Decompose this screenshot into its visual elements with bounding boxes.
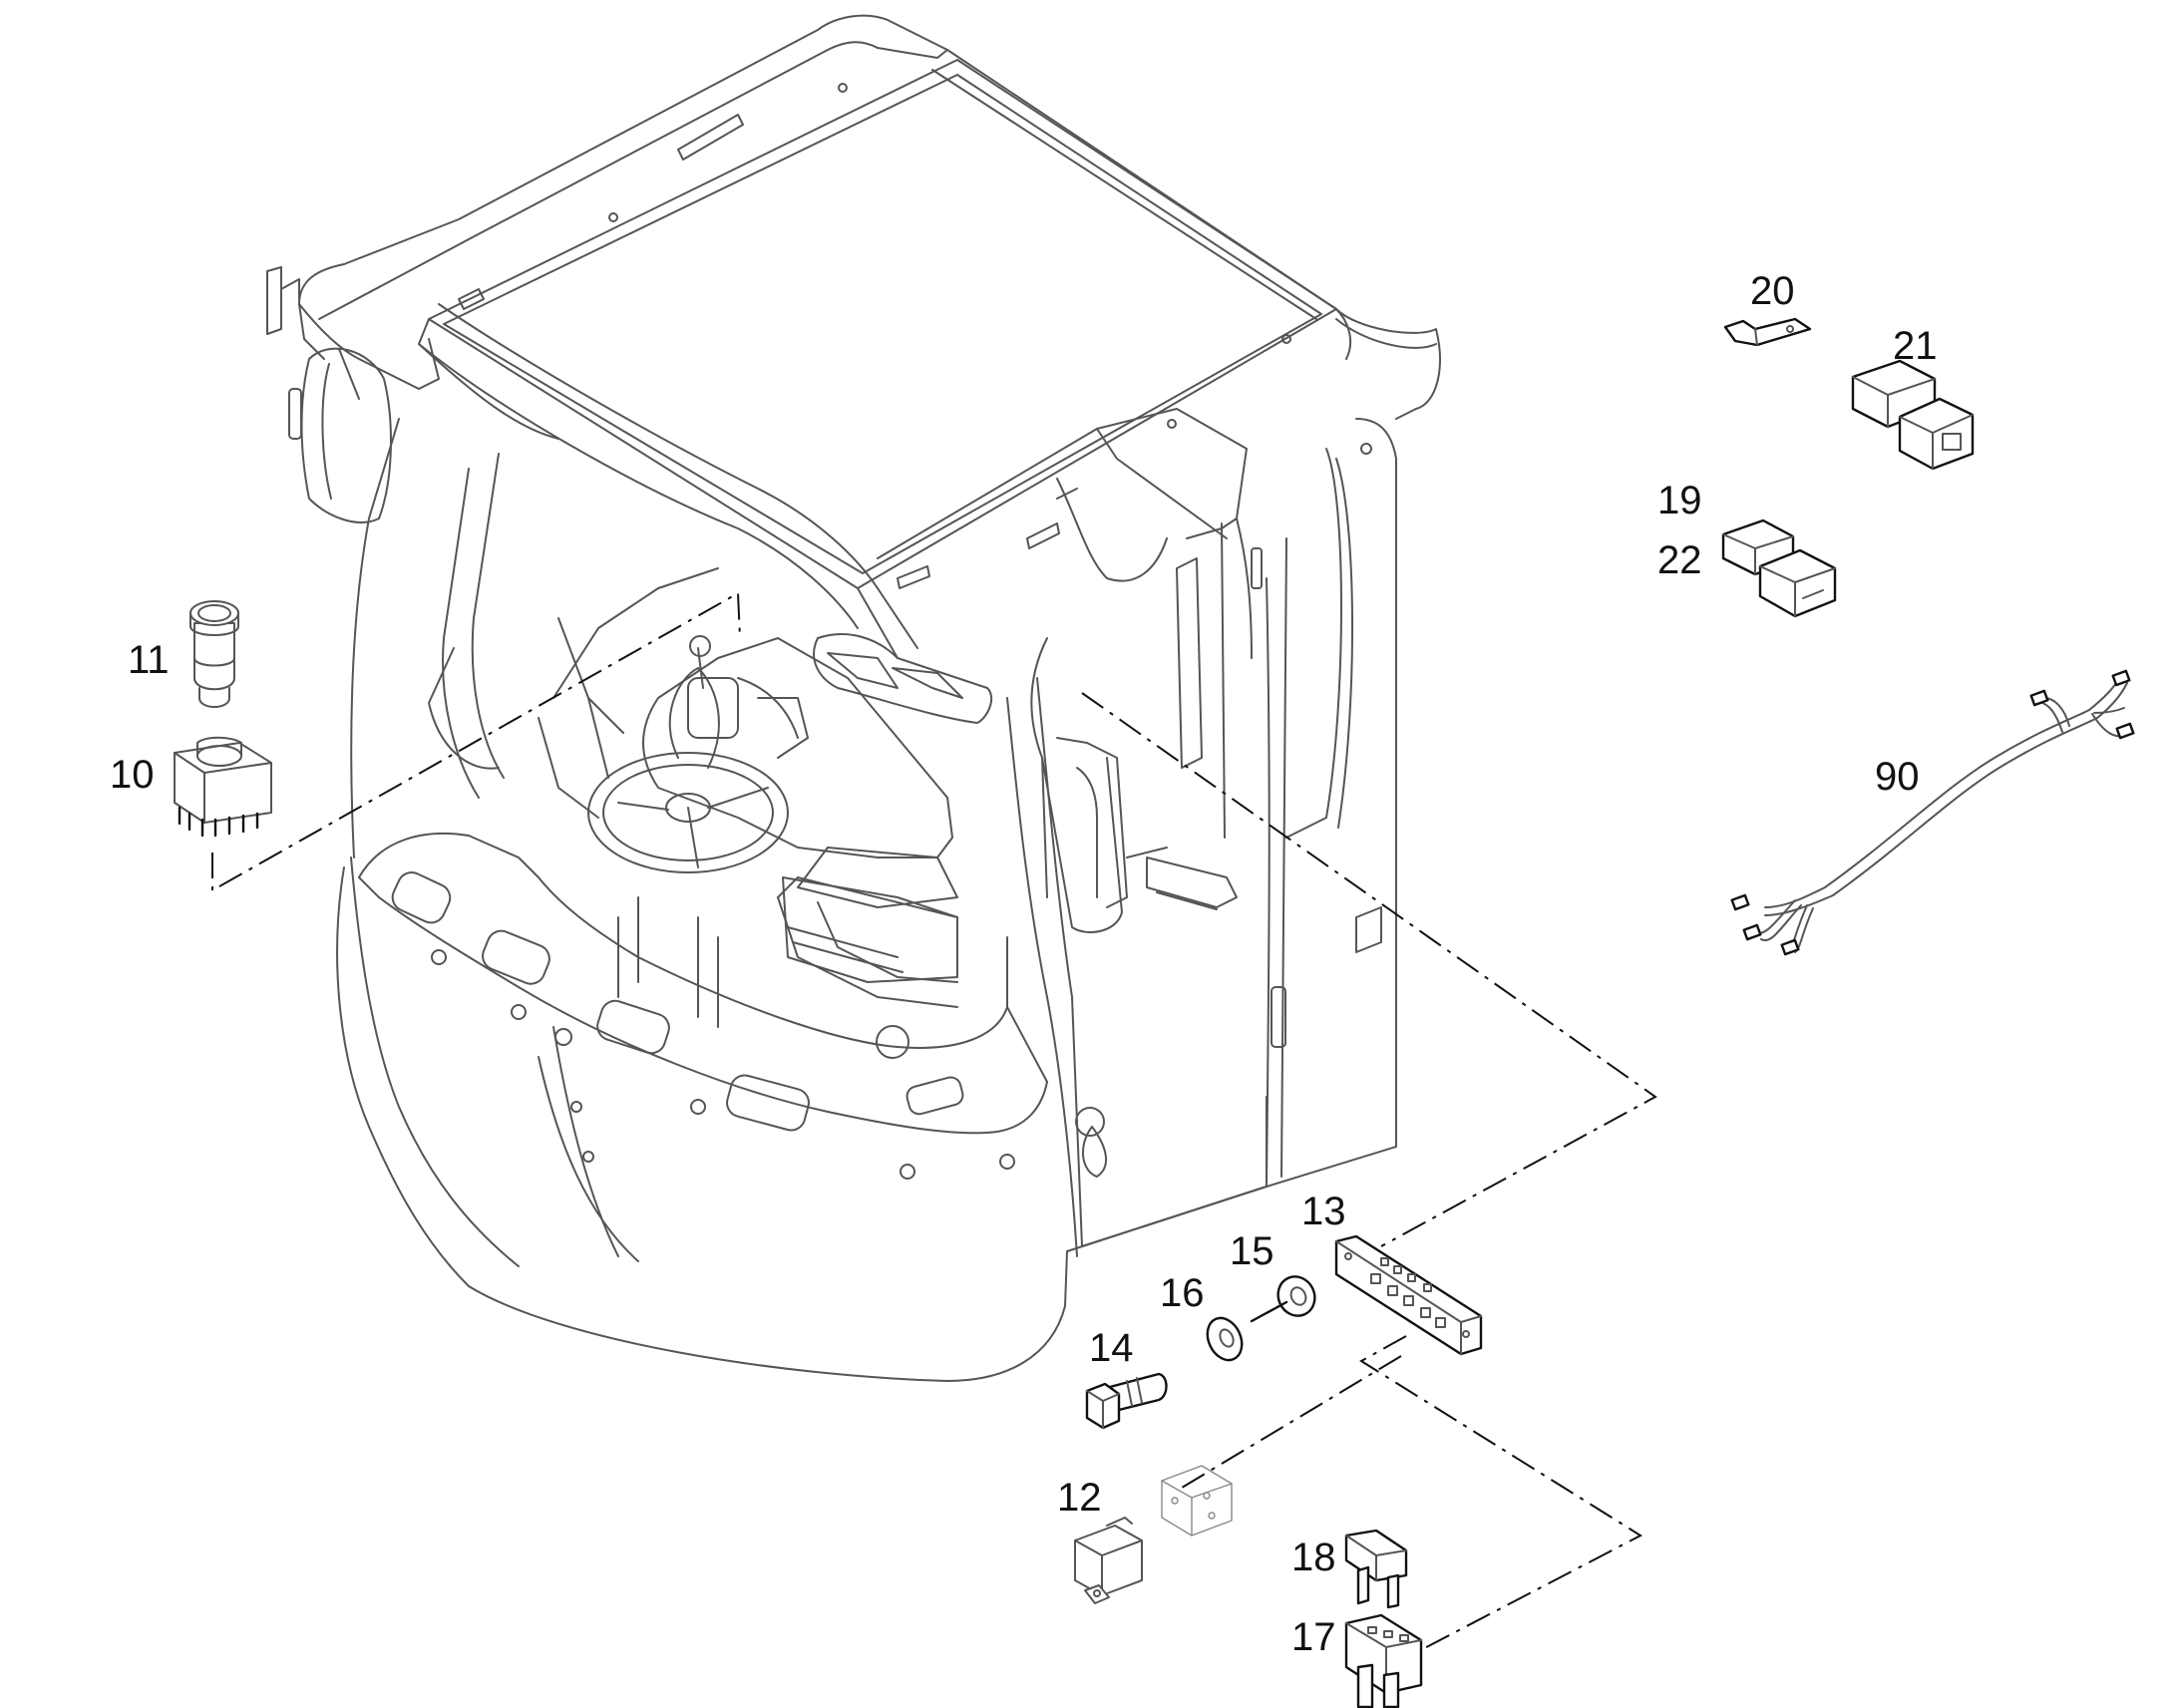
part-18-fuse	[1344, 1529, 1408, 1609]
callout-15: 15	[1230, 1229, 1274, 1273]
part-14-bolt	[1085, 1372, 1168, 1430]
part-13-plate	[1334, 1234, 1483, 1356]
part-11-socket	[189, 600, 239, 708]
callout-19: 19	[1657, 479, 1702, 522]
callout-12: 12	[1057, 1476, 1102, 1520]
part-12-relay	[1074, 1517, 1143, 1604]
part-21-housing	[1851, 359, 1975, 471]
callout-17: 17	[1291, 1615, 1336, 1659]
part-10-relay	[174, 736, 272, 838]
callout-22: 22	[1657, 538, 1702, 582]
callout-16: 16	[1160, 1271, 1205, 1315]
part-17-fuseholder	[1344, 1613, 1423, 1708]
callout-20: 20	[1750, 269, 1795, 313]
callout-14: 14	[1089, 1326, 1134, 1370]
part-16-washer	[1206, 1316, 1244, 1362]
callout-21: 21	[1893, 324, 1938, 368]
part-20-terminal	[1723, 317, 1812, 347]
callout-13: 13	[1301, 1190, 1346, 1233]
operator-cab-drawing	[266, 14, 1441, 1382]
callout-18: 18	[1291, 1536, 1336, 1579]
part-19-22-connector	[1721, 518, 1837, 618]
relay-socket	[1161, 1465, 1233, 1537]
part-15-washer	[1250, 1275, 1316, 1323]
callout-labels: 11 10 20 21 19 22 90 13 15 16 14 12 18 1…	[110, 269, 1938, 1659]
callout-10: 10	[110, 753, 155, 797]
callout-11: 11	[128, 638, 170, 682]
part-90-wire-harness	[1730, 669, 2135, 956]
callout-90: 90	[1875, 755, 1920, 799]
leader-lines	[211, 591, 1657, 1656]
